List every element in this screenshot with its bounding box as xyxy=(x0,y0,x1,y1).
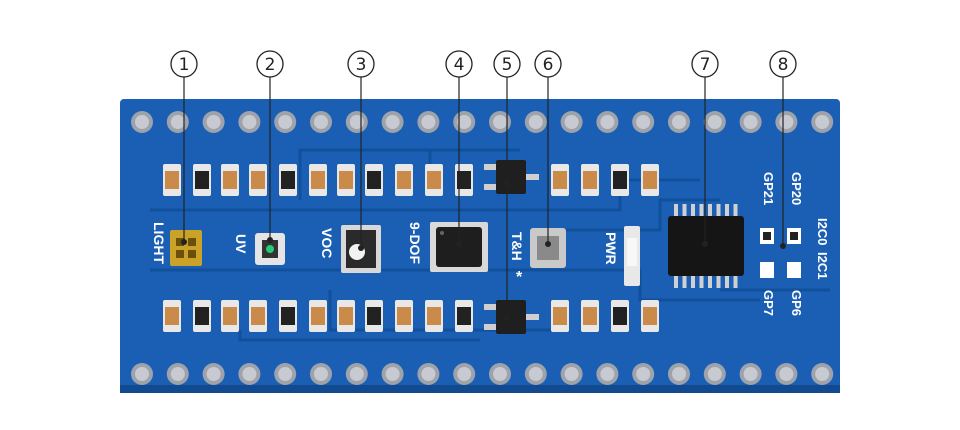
resistor xyxy=(611,300,629,332)
ic-pin xyxy=(725,204,729,218)
ic-pin xyxy=(733,204,738,218)
capacitor xyxy=(425,164,443,196)
capacitor xyxy=(551,164,569,196)
ic-pin xyxy=(682,204,687,218)
capacitor xyxy=(337,300,355,332)
callout-i2c-select: 8 xyxy=(769,50,797,78)
capacitor xyxy=(425,300,443,332)
light-sensor xyxy=(170,230,202,266)
i2c-jumper-pads xyxy=(760,228,801,278)
ic-pin xyxy=(733,274,738,288)
pwr-label: PWR xyxy=(603,232,619,265)
capacitor xyxy=(249,164,267,196)
uv-label: UV xyxy=(233,234,249,254)
resistor xyxy=(365,300,383,332)
resistor xyxy=(611,164,629,196)
capacitor xyxy=(309,164,327,196)
resistor xyxy=(193,164,211,196)
power-led xyxy=(624,226,640,286)
capacitor xyxy=(163,164,181,196)
regulator-bottom xyxy=(484,300,539,334)
voc-label: VOC xyxy=(319,228,335,258)
callout-light: 1 xyxy=(170,50,198,78)
capacitor xyxy=(641,164,659,196)
ic-pin xyxy=(674,274,678,288)
ic-pin xyxy=(716,204,721,218)
i2c0-label: I2C0 xyxy=(815,218,830,245)
bottom-pin-header xyxy=(131,363,834,385)
capacitor xyxy=(395,164,413,196)
gp6-label: GP6 xyxy=(789,290,804,316)
callout-leader-dots xyxy=(181,180,786,321)
capacitor xyxy=(163,300,181,332)
callout-number: 1 xyxy=(179,55,190,75)
ic-pin xyxy=(691,274,695,288)
capacitor xyxy=(581,300,599,332)
ic-pin xyxy=(699,274,704,288)
i2c1-label: I2C1 xyxy=(815,252,830,279)
gp21-label: GP21 xyxy=(761,172,776,205)
callout-th-sensor: 6 xyxy=(534,50,562,78)
callout-uv: 2 xyxy=(256,50,284,78)
callout-number: 7 xyxy=(700,55,711,75)
bottom-passive-row xyxy=(163,300,659,332)
9dof-label: 9-DOF xyxy=(407,222,423,264)
ic-pin xyxy=(682,274,687,288)
resistor xyxy=(279,164,297,196)
callout-leaders xyxy=(183,77,784,318)
capacitor xyxy=(337,164,355,196)
capacitor xyxy=(221,300,239,332)
top-pin-header xyxy=(131,111,834,133)
callout-number: 6 xyxy=(543,55,554,75)
callout-number: 2 xyxy=(265,55,276,75)
gp20-label: GP20 xyxy=(789,172,804,205)
capacitor xyxy=(309,300,327,332)
callout-markers: 1 2 3 4 5 6 7 8 xyxy=(170,50,797,78)
callout-mcu-chip: 7 xyxy=(691,50,719,78)
ic-pin xyxy=(708,204,712,218)
capacitor xyxy=(641,300,659,332)
ic-pin xyxy=(725,274,729,288)
th-asterisk: * xyxy=(516,269,523,286)
resistor xyxy=(365,164,383,196)
ic-pin xyxy=(699,204,704,218)
capacitor xyxy=(395,300,413,332)
resistor xyxy=(455,164,473,196)
ic-pin xyxy=(716,274,721,288)
gp7-label: GP7 xyxy=(761,290,776,316)
callout-number: 3 xyxy=(356,55,367,75)
capacitor xyxy=(249,300,267,332)
uv-sensor xyxy=(255,233,285,265)
resistor xyxy=(455,300,473,332)
ic-pin xyxy=(708,274,712,288)
callout-number: 8 xyxy=(778,55,789,75)
top-passive-row xyxy=(163,164,659,196)
callout-number: 5 xyxy=(502,55,513,75)
ic-pin xyxy=(691,204,695,218)
callout-th-regulators: 5 xyxy=(493,50,521,78)
callout-voc: 3 xyxy=(347,50,375,78)
ic-pin xyxy=(674,204,678,218)
resistor xyxy=(279,300,297,332)
pcb-edge-shadow xyxy=(120,385,840,393)
resistor xyxy=(193,300,211,332)
temp-humidity-sensor xyxy=(530,228,566,268)
capacitor xyxy=(221,164,239,196)
th-label: T&H xyxy=(509,232,525,261)
capacitor xyxy=(581,164,599,196)
regulator-top xyxy=(484,160,539,194)
callout-9dof: 4 xyxy=(445,50,473,78)
light-label: LIGHT xyxy=(151,222,167,264)
capacitor xyxy=(551,300,569,332)
callout-number: 4 xyxy=(454,55,465,75)
